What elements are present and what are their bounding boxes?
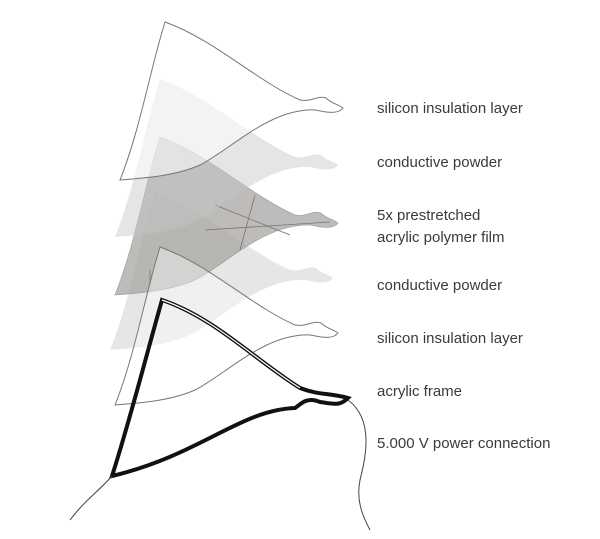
power-wire — [69, 399, 371, 531]
label-bottom-conductive-powder: conductive powder — [377, 277, 503, 294]
label-film-line1: 5x prestretched — [377, 207, 481, 224]
label-bottom-silicon-insulation: silicon insulation layer — [377, 330, 523, 347]
label-top-conductive-powder: conductive powder — [377, 154, 503, 171]
label-top-silicon-insulation: silicon insulation layer — [377, 100, 523, 117]
label-power-connection: 5.000 V power connection — [377, 435, 551, 452]
label-film-line2: acrylic polymer film — [377, 229, 505, 246]
prestretched-acrylic-film — [114, 136, 339, 296]
label-acrylic-frame: acrylic frame — [377, 383, 463, 400]
acrylic-frame — [109, 297, 352, 479]
